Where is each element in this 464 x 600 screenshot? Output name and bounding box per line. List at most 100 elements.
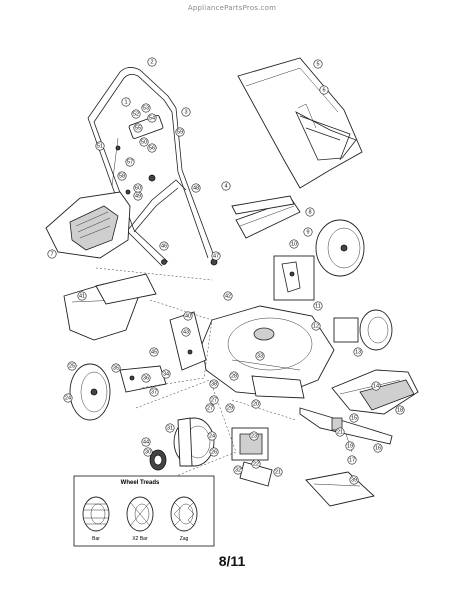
callout-number: 18 bbox=[397, 407, 403, 413]
callout-number: 27 bbox=[211, 397, 217, 403]
callout-59: 59 bbox=[175, 127, 185, 137]
callout-circle bbox=[47, 249, 57, 259]
callout-number: 4 bbox=[224, 183, 227, 189]
callout-34: 34 bbox=[161, 369, 171, 379]
callout-circle bbox=[249, 431, 259, 441]
callout-29: 29 bbox=[225, 403, 235, 413]
rear-wheel-top bbox=[315, 219, 365, 277]
callout-circle bbox=[353, 347, 363, 357]
callout-circle bbox=[313, 59, 323, 69]
callout-number: 45 bbox=[151, 349, 157, 355]
callout-3: 3 bbox=[181, 107, 191, 117]
callout-37: 37 bbox=[149, 387, 159, 397]
tread-zag bbox=[170, 496, 198, 532]
callout-number: 55 bbox=[135, 125, 141, 131]
callout-circle bbox=[311, 321, 321, 331]
callout-number: 11 bbox=[315, 303, 321, 309]
callout-8: 8 bbox=[305, 207, 315, 217]
callout-number: 21 bbox=[275, 469, 281, 475]
callout-circle bbox=[95, 141, 105, 151]
callout-number: 33 bbox=[257, 353, 263, 359]
callout-4: 4 bbox=[221, 181, 231, 191]
callout-circle bbox=[181, 107, 191, 117]
tread-label-zag: Zag bbox=[180, 536, 189, 542]
callout-circle bbox=[149, 347, 159, 357]
callout-circle bbox=[223, 291, 233, 301]
callout-33: 33 bbox=[255, 351, 265, 361]
callout-circle bbox=[347, 455, 357, 465]
callout-24: 24 bbox=[63, 393, 73, 403]
rear-deflector bbox=[231, 195, 301, 239]
callout-27: 27 bbox=[209, 395, 219, 405]
callout-number: 30 bbox=[145, 449, 151, 455]
callout-6: 6 bbox=[319, 85, 329, 95]
callout-number: 43 bbox=[183, 329, 189, 335]
wheel-treads-title: Wheel Treads bbox=[121, 480, 160, 486]
callout-circle bbox=[125, 157, 135, 167]
callout-number: 1 bbox=[124, 99, 127, 105]
callout-circle bbox=[131, 109, 141, 119]
lower-handle bbox=[127, 169, 215, 267]
callout-number: 22 bbox=[253, 461, 259, 467]
tread-label-x2-bar: X2 Bar bbox=[132, 536, 148, 542]
callout-number: 57 bbox=[127, 159, 133, 165]
callout-10: 10 bbox=[289, 239, 299, 249]
callout-circle bbox=[373, 443, 383, 453]
callout-circle bbox=[229, 371, 239, 381]
callout-circle bbox=[345, 441, 355, 451]
callout-circle bbox=[161, 369, 171, 379]
callout-circle bbox=[141, 103, 151, 113]
callout-number: 37 bbox=[151, 389, 157, 395]
callout-number: 38 bbox=[211, 381, 217, 387]
callout-number: 8 bbox=[308, 209, 311, 215]
callout-number: 49 bbox=[135, 193, 141, 199]
front-wheel-right bbox=[359, 309, 393, 351]
callout-15: 15 bbox=[349, 413, 359, 423]
callout-number: 15 bbox=[351, 415, 357, 421]
callout-circle bbox=[305, 207, 315, 217]
page-number: 8/11 bbox=[218, 553, 246, 569]
callout-circle bbox=[395, 405, 405, 415]
callout-50: 50 bbox=[139, 137, 149, 147]
callout-22: 22 bbox=[251, 459, 261, 469]
callout-number: 14 bbox=[373, 383, 379, 389]
callout-number: 42 bbox=[225, 293, 231, 299]
callout-number: 59 bbox=[177, 129, 183, 135]
callout-circle bbox=[289, 239, 299, 249]
callout-number: 7 bbox=[50, 251, 53, 257]
callout-number: 32 bbox=[235, 467, 241, 473]
callout-58: 58 bbox=[117, 171, 127, 181]
callout-number: 46 bbox=[161, 243, 167, 249]
callout-circle bbox=[273, 467, 283, 477]
callout-number: 58 bbox=[119, 173, 125, 179]
callout-circle bbox=[349, 413, 359, 423]
engine-shroud bbox=[45, 191, 131, 259]
callout-number: 40 bbox=[185, 313, 191, 319]
rear-wheel-left bbox=[69, 363, 111, 421]
callout-circle bbox=[335, 427, 345, 437]
callout-circle bbox=[349, 475, 359, 485]
callout-circle bbox=[111, 363, 121, 373]
rear-baffle bbox=[331, 369, 419, 415]
callout-23: 23 bbox=[249, 431, 259, 441]
callout-number: 29 bbox=[227, 405, 233, 411]
callout-43: 43 bbox=[181, 327, 191, 337]
callout-49: 49 bbox=[133, 191, 143, 201]
callout-26: 26 bbox=[209, 447, 219, 457]
callout-circle bbox=[313, 301, 323, 311]
callout-number: 28 bbox=[231, 373, 237, 379]
callout-number: 27 bbox=[207, 405, 213, 411]
callout-7: 7 bbox=[47, 249, 57, 259]
callout-circle bbox=[67, 361, 77, 371]
callout-1: 1 bbox=[121, 97, 131, 107]
mulch-plug bbox=[305, 471, 375, 507]
blade-assembly bbox=[299, 407, 393, 453]
callout-number: 19 bbox=[347, 443, 353, 449]
callout-circle bbox=[191, 183, 201, 193]
callout-circle bbox=[209, 395, 219, 405]
callout-circle bbox=[143, 447, 153, 457]
callout-number: 17 bbox=[349, 457, 355, 463]
callout-31: 31 bbox=[165, 423, 175, 433]
